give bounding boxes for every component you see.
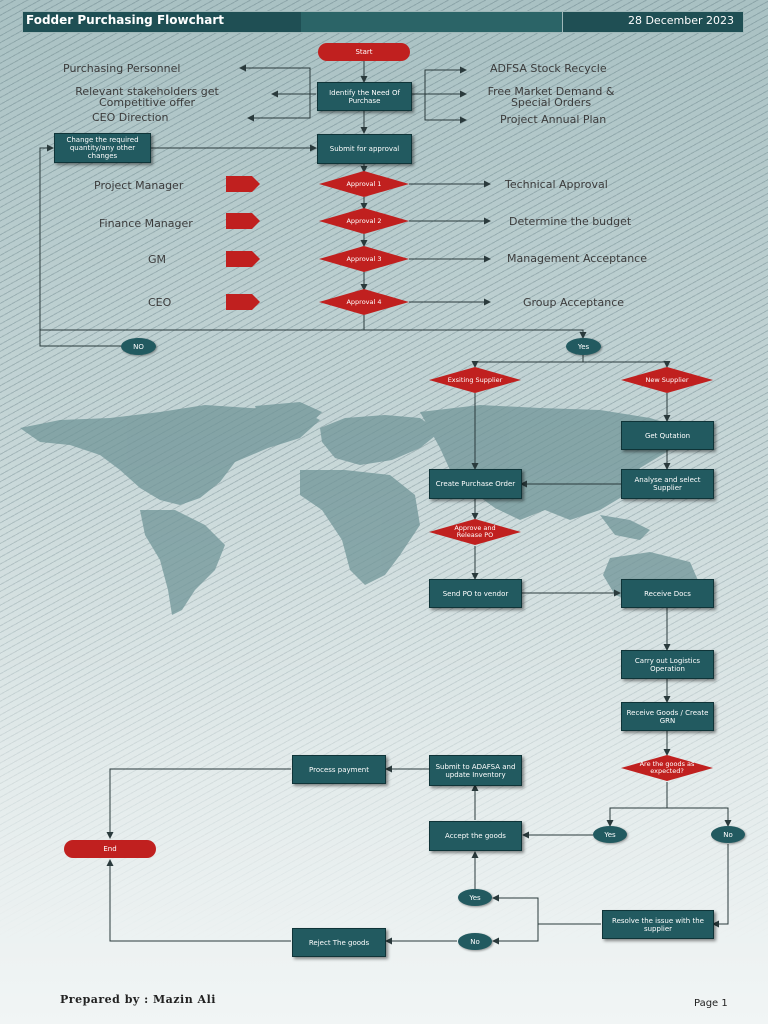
approval-4-diamond: [319, 289, 409, 315]
management-acceptance-label: Management Acceptance: [507, 252, 647, 265]
map-greenland: [255, 402, 322, 432]
new-supplier-diamond: [621, 367, 713, 393]
approval-3-label: Approval 3: [346, 254, 382, 263]
gm-label: GM: [148, 253, 167, 266]
title-bar-left: [23, 12, 301, 32]
resolve-yes-connector: Yes: [458, 889, 492, 906]
approve-po-diamond: [429, 519, 521, 545]
create-po-box: Create Purchase Order: [429, 469, 522, 499]
no-connector: NO: [121, 338, 156, 355]
approval-4-label: Approval 4: [346, 297, 382, 306]
existing-supplier-diamond: [429, 367, 521, 393]
receive-docs-box: Receive Docs: [621, 579, 714, 608]
title-bar-right: [562, 12, 743, 32]
resolve-no-connector: No: [458, 933, 492, 950]
change-quantity-box: Change the required quantity/any other c…: [54, 133, 151, 163]
approval-2-label: Approval 2: [346, 216, 382, 225]
get-quotation-box: Get Qutation: [621, 421, 714, 450]
ceo-direction-label: CEO Direction: [92, 111, 169, 124]
approval-1-diamond: [319, 171, 409, 197]
start-node: Start: [318, 43, 410, 61]
map-europe: [320, 415, 440, 465]
end-node: End: [64, 840, 156, 858]
flag-project-manager: [226, 176, 260, 192]
process-payment-box: Process payment: [292, 755, 386, 784]
flag-ceo: [226, 294, 260, 310]
receive-goods-box: Receive Goods / Create GRN: [621, 702, 714, 731]
approval-2-diamond: [319, 208, 409, 234]
goods-no-connector: No: [711, 826, 745, 843]
reject-goods-box: Reject The goods: [292, 928, 386, 957]
logistics-box: Carry out Logistics Operation: [621, 650, 714, 679]
technical-approval-label: Technical Approval: [505, 178, 608, 191]
approval-3-diamond: [319, 246, 409, 272]
approve-po-label: Approve and Release PO: [454, 523, 496, 539]
flag-finance-manager: [226, 213, 260, 229]
goods-expected-diamond: [621, 755, 713, 781]
goods-yes-connector: Yes: [593, 826, 627, 843]
prepared-by: Prepared by : Mazin Ali: [60, 993, 216, 1006]
project-manager-label: Project Manager: [94, 179, 184, 192]
analyse-supplier-box: Analyse and select Supplier: [621, 469, 714, 499]
existing-supplier-label: Exsiting Supplier: [447, 376, 503, 384]
yes-connector: Yes: [566, 338, 601, 355]
map-north-america: [20, 405, 320, 505]
map-southeast-asia: [600, 515, 650, 540]
submit-adafsa-box: Submit to ADAFSA and update Inventory: [429, 755, 522, 786]
determine-budget-label: Determine the budget: [509, 215, 632, 228]
finance-manager-label: Finance Manager: [99, 217, 193, 230]
title-bar: [22, 11, 744, 33]
send-po-box: Send PO to vendor: [429, 579, 522, 608]
free-market-label: Free Market Demand & Special Orders: [487, 85, 615, 109]
flag-gm: [226, 251, 260, 267]
new-supplier-label: New Supplier: [645, 375, 689, 384]
page-title: Fodder Purchasing Flowchart: [26, 13, 224, 27]
stakeholders-label: Relevant stakeholders get Competitive of…: [75, 85, 219, 109]
group-acceptance-label: Group Acceptance: [523, 296, 625, 309]
map-africa: [300, 470, 420, 585]
purchasing-personnel-label: Purchasing Personnel: [63, 62, 181, 75]
resolve-issue-box: Resolve the issue with the supplier: [602, 910, 714, 939]
project-plan-label: Project Annual Plan: [500, 113, 607, 126]
adfsa-stock-label: ADFSA Stock Recycle: [490, 62, 607, 75]
page-date: 28 December 2023: [627, 14, 734, 27]
submit-approval-box: Submit for approval: [317, 134, 412, 164]
page-number: Page 1: [694, 998, 728, 1009]
map-south-america: [140, 510, 225, 615]
approval-1-label: Approval 1: [346, 179, 382, 188]
accept-goods-box: Accept the goods: [429, 821, 522, 851]
ceo-label: CEO: [148, 296, 172, 309]
goods-expected-label: Are the goods as expected?: [639, 759, 695, 775]
identify-need-box: Identify the Need Of Purchase: [317, 82, 412, 111]
